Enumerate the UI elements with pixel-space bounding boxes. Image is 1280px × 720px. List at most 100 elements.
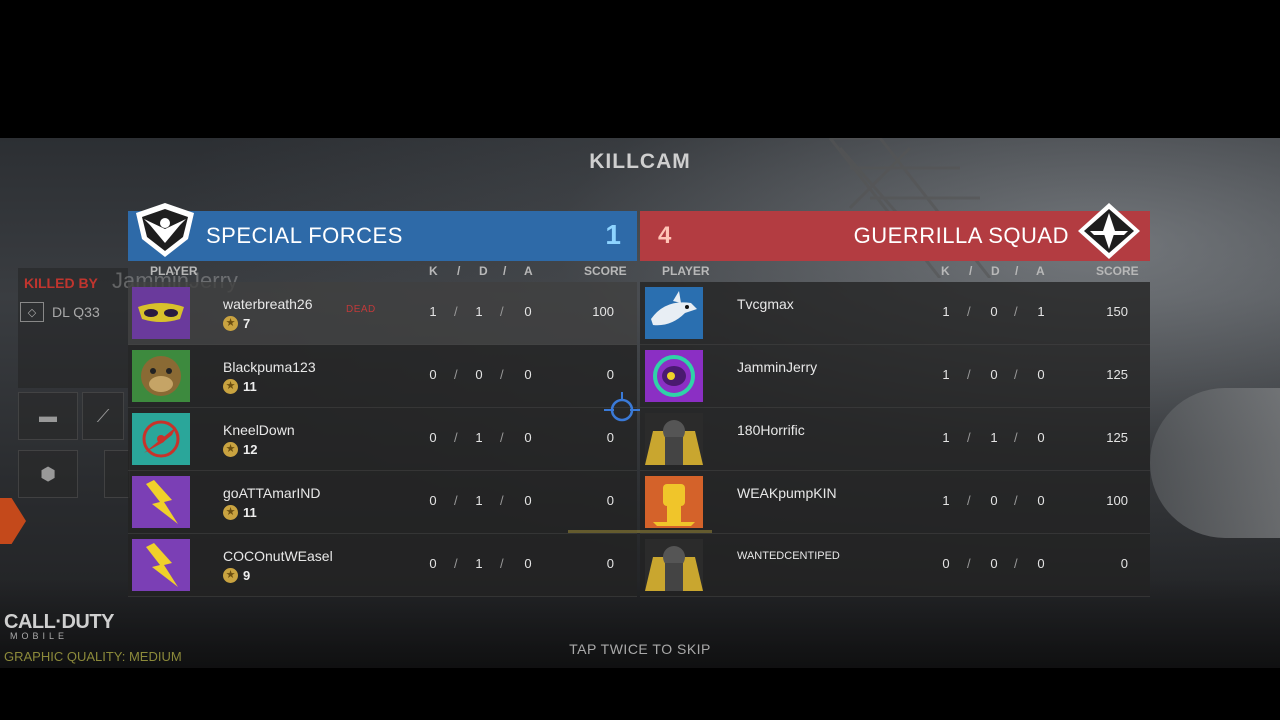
lightning-icon [132, 539, 190, 591]
shark-icon [645, 287, 703, 339]
deaths-value: 0 [990, 556, 998, 571]
team-score: 1 [605, 219, 621, 250]
dead-badge: DEAD [346, 304, 376, 315]
col-player: PLAYER [662, 264, 710, 278]
col-divider: / [457, 264, 461, 278]
player-row[interactable]: goATTAmarIND ★11 0 / 1 / 0 0 [128, 471, 637, 534]
deaths-value: 0 [990, 493, 998, 508]
player-name: COCOnutWEasel [223, 548, 333, 564]
perk-emblem-icon: ⬢ [40, 463, 56, 484]
logo-sub-text: MOBILE [10, 631, 69, 641]
score-value: 125 [1106, 367, 1128, 382]
logo-main-text: CALL·DUTY [4, 611, 114, 633]
assists-value: 0 [524, 430, 532, 445]
skip-hint[interactable]: TAP TWICE TO SKIP [569, 641, 711, 657]
player-name: waterbreath26 [223, 296, 313, 312]
weapon-class-icon: ◇ [20, 302, 44, 322]
weapon-name: DL Q33 [52, 304, 100, 320]
soldier-icon [645, 539, 703, 591]
player-name: Tvcgmax [737, 296, 794, 312]
stat-divider: / [1014, 304, 1018, 319]
player-row[interactable]: Blackpuma123 ★11 0 / 0 / 0 0 [128, 345, 637, 408]
player-row[interactable]: COCOnutWEasel ★9 0 / 1 / 0 0 [128, 534, 637, 597]
col-score: SCORE [1096, 264, 1139, 278]
col-deaths: D [991, 264, 1000, 278]
kills-value: 0 [429, 367, 437, 382]
deaths-value: 1 [475, 493, 483, 508]
rank-star-icon: ★ [223, 568, 238, 583]
player-row[interactable]: WEAKpumpKIN 1 / 0 / 0 100 [640, 471, 1150, 534]
stat-divider: / [454, 556, 458, 571]
loadout-slot-weapon: ▬ [18, 392, 78, 440]
team-header-guerrilla-squad: 4 GUERRILLA SQUAD [640, 203, 1150, 261]
killed-by-label: KILLED BY [24, 275, 98, 291]
loadout-slot-knife: ⟋ [82, 392, 124, 440]
score-value: 0 [606, 556, 614, 571]
stat-divider: / [500, 367, 504, 382]
col-score: SCORE [584, 264, 627, 278]
kills-value: 0 [429, 556, 437, 571]
col-player: PLAYER [150, 264, 198, 278]
guerrilla-squad-emblem-icon [1078, 203, 1140, 259]
tank-silhouette [1150, 388, 1280, 538]
player-level: ★11 [223, 379, 257, 394]
col-divider: / [503, 264, 507, 278]
assists-value: 0 [524, 367, 532, 382]
kills-value: 1 [942, 304, 950, 319]
player-name: WANTEDCENTIPED [737, 550, 840, 562]
graphic-quality-label: GRAPHIC QUALITY: MEDIUM [4, 649, 182, 664]
soldier-icon [645, 413, 703, 465]
player-name: Blackpuma123 [223, 359, 316, 375]
stat-divider: / [967, 430, 971, 445]
player-row[interactable]: KneelDown ★12 0 / 1 / 0 0 [128, 408, 637, 471]
kills-value: 1 [942, 493, 950, 508]
stat-divider: / [500, 556, 504, 571]
player-level: ★12 [223, 442, 257, 457]
eye-ring-icon [645, 350, 703, 402]
col-divider: / [1015, 264, 1019, 278]
player-name: 180Horrific [737, 422, 805, 438]
column-headers-guerrilla-squad: PLAYER K / D / A SCORE [662, 264, 1142, 284]
col-kills: K [429, 264, 438, 278]
score-value: 0 [606, 493, 614, 508]
deaths-value: 0 [990, 304, 998, 319]
knife-icon: ⟋ [96, 405, 110, 426]
stat-divider: / [454, 367, 458, 382]
stat-divider: / [454, 430, 458, 445]
player-name: goATTAmarIND [223, 485, 321, 501]
stat-divider: / [967, 304, 971, 319]
player-row[interactable]: Tvcgmax 1 / 0 / 1 150 [640, 282, 1150, 345]
rank-star-icon: ★ [223, 316, 238, 331]
player-row[interactable]: JamminJerry 1 / 0 / 0 125 [640, 345, 1150, 408]
deaths-value: 1 [475, 430, 483, 445]
rank-star-icon: ★ [223, 379, 238, 394]
assists-value: 0 [1037, 493, 1045, 508]
col-assists: A [524, 264, 533, 278]
player-row[interactable]: WANTEDCENTIPED 0 / 0 / 0 0 [640, 534, 1150, 597]
score-value: 0 [1120, 556, 1128, 571]
player-row[interactable]: waterbreath26 DEAD ★7 1 / 1 / 0 100 [128, 282, 637, 345]
player-row[interactable]: 180Horrific 1 / 1 / 0 125 [640, 408, 1150, 471]
col-divider: / [969, 264, 973, 278]
score-value: 125 [1106, 430, 1128, 445]
assists-value: 1 [1037, 304, 1045, 319]
player-name: KneelDown [223, 422, 295, 438]
assists-value: 0 [1037, 556, 1045, 571]
stat-divider: / [1014, 367, 1018, 382]
scoreboard-special-forces: waterbreath26 DEAD ★7 1 / 1 / 0 100 Blac… [128, 282, 637, 597]
col-assists: A [1036, 264, 1045, 278]
side-menu-arrow[interactable] [0, 498, 26, 544]
mask-icon [132, 287, 190, 339]
progress-line [568, 530, 712, 533]
deaths-value: 0 [990, 367, 998, 382]
special-forces-emblem-icon [136, 203, 194, 257]
kills-value: 1 [942, 367, 950, 382]
player-name: WEAKpumpKIN [737, 485, 837, 501]
gun-icon: ▬ [39, 405, 57, 426]
col-deaths: D [479, 264, 488, 278]
stat-divider: / [1014, 430, 1018, 445]
stat-divider: / [500, 493, 504, 508]
crane-silhouette [828, 138, 1000, 278]
column-headers-special-forces: PLAYER K / D / A SCORE [150, 264, 630, 284]
kills-value: 0 [429, 430, 437, 445]
